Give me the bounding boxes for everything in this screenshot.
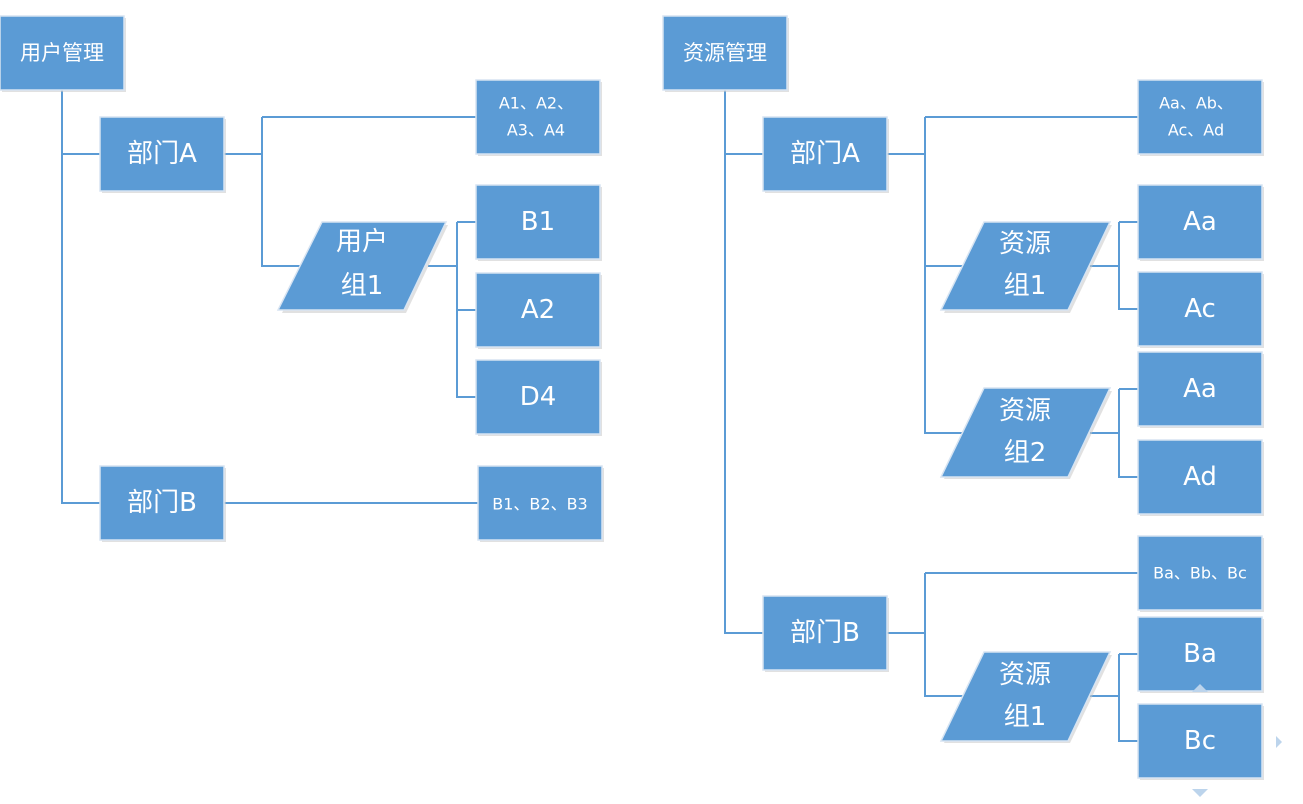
resource-item-label: Ba (1183, 639, 1217, 669)
resource-tree-connectors (724, 90, 1138, 742)
user-group-label-line1: 用户 (336, 227, 388, 257)
resource-group2-label-line2: 组2 (1004, 438, 1047, 468)
user-group-member-node: B1 (475, 184, 602, 261)
resource-group1-node: 资源 组1 (939, 221, 1112, 313)
user-group-member-label: B1 (521, 207, 555, 237)
resource-item-node: Aa (1137, 351, 1264, 428)
user-group-member-node: D4 (475, 359, 602, 436)
user-dept-b-members-node: B1、B2、B3 (477, 465, 604, 542)
resource-item-label: Aa (1183, 207, 1217, 237)
user-group-member-label: D4 (520, 382, 557, 412)
resource-dept-a-label: 部门A (790, 139, 860, 169)
resource-dept-b-label: 部门B (790, 618, 860, 648)
resource-dept-a-node: 部门A (762, 116, 889, 193)
user-group-member-label: A2 (521, 295, 555, 325)
resource-item-label: Aa (1183, 374, 1217, 404)
resource-group1-label-line2: 组1 (1004, 271, 1047, 301)
resource-dept-b-group-label-line2: 组1 (1004, 702, 1047, 732)
user-group-node: 用户 组1 (276, 221, 448, 313)
user-dept-a-label: 部门A (127, 139, 197, 169)
resource-group2-node: 资源 组2 (939, 387, 1112, 479)
resource-item-node: Ac (1137, 271, 1264, 348)
scroll-right-icon (1276, 736, 1282, 748)
user-root-label: 用户管理 (20, 41, 104, 65)
resource-item-node: Ba (1137, 616, 1264, 693)
resource-dept-b-resources-node: Ba、Bb、Bc (1137, 535, 1264, 612)
resource-dept-b-resources-label: Ba、Bb、Bc (1153, 564, 1247, 583)
user-dept-a-members-node: A1、A2、 A3、A4 (475, 79, 602, 156)
resource-root-label: 资源管理 (683, 41, 767, 65)
scroll-up-icon (1192, 684, 1208, 692)
resource-group2-label-line1: 资源 (999, 396, 1051, 426)
user-dept-a-members-line1: A1、A2、 (499, 94, 573, 113)
resource-item-label: Bc (1184, 726, 1216, 756)
resource-item-node: Ad (1137, 439, 1264, 516)
user-dept-a-node: 部门A (99, 116, 226, 193)
user-dept-a-members-line2: A3、A4 (507, 121, 565, 140)
user-dept-b-node: 部门B (99, 465, 226, 542)
user-tree-connectors (61, 90, 478, 504)
resource-item-node: Bc (1137, 703, 1264, 780)
resource-dept-b-group-label-line1: 资源 (999, 660, 1051, 690)
user-group-member-node: A2 (475, 272, 602, 349)
resource-dept-a-resources-node: Aa、Ab、 Ac、Ad (1137, 79, 1264, 156)
resource-group1-label-line1: 资源 (999, 229, 1051, 259)
resource-item-label: Ac (1184, 294, 1216, 324)
scroll-down-icon (1192, 789, 1208, 797)
resource-dept-a-resources-line1: Aa、Ab、 (1159, 94, 1233, 113)
user-dept-b-members-label: B1、B2、B3 (492, 495, 587, 514)
resource-root-node: 资源管理 (662, 15, 789, 92)
resource-dept-b-node: 部门B (762, 595, 889, 672)
resource-dept-a-resources-line2: Ac、Ad (1168, 121, 1224, 140)
user-group-label-line2: 组1 (341, 271, 384, 301)
resource-dept-b-group-node: 资源 组1 (939, 651, 1112, 743)
user-dept-b-label: 部门B (127, 488, 197, 518)
resource-item-node: Aa (1137, 184, 1264, 261)
resource-item-label: Ad (1183, 462, 1217, 492)
user-root-node: 用户管理 (0, 15, 126, 92)
